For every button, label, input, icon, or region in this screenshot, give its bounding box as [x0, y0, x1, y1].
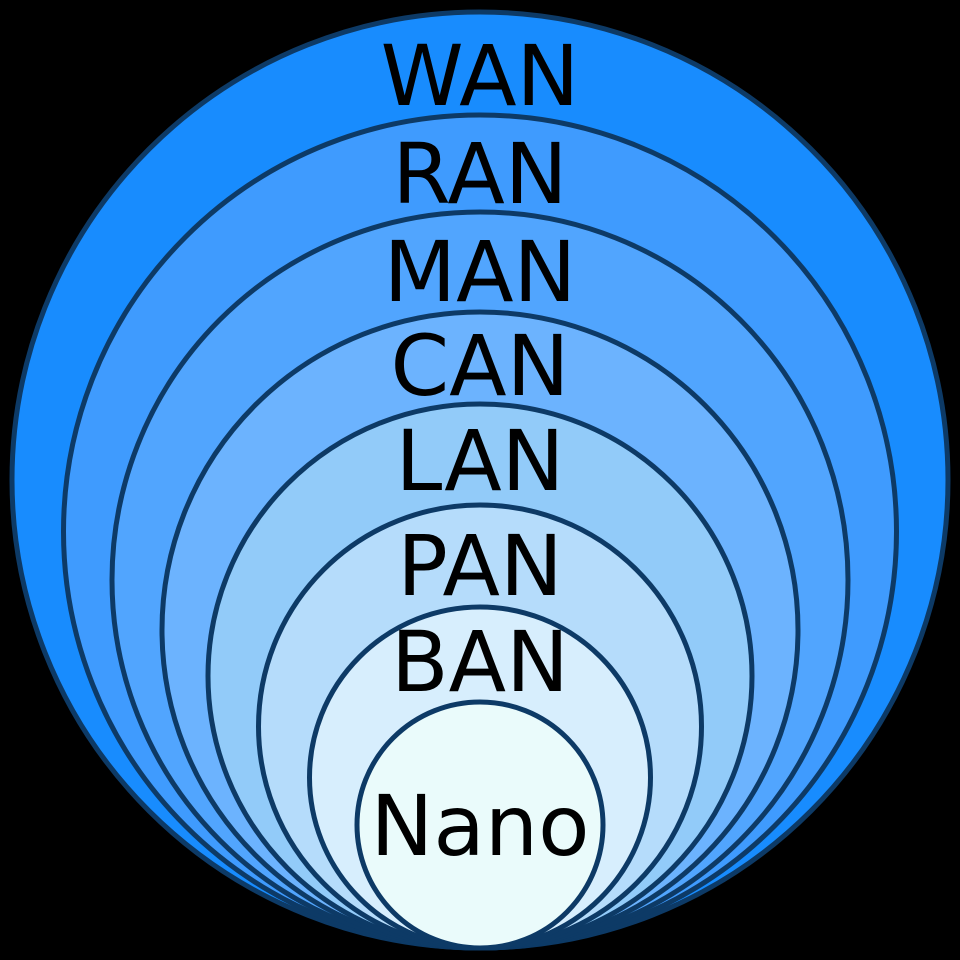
ring-circle-nano — [354, 699, 606, 951]
circles-layer — [9, 9, 951, 951]
